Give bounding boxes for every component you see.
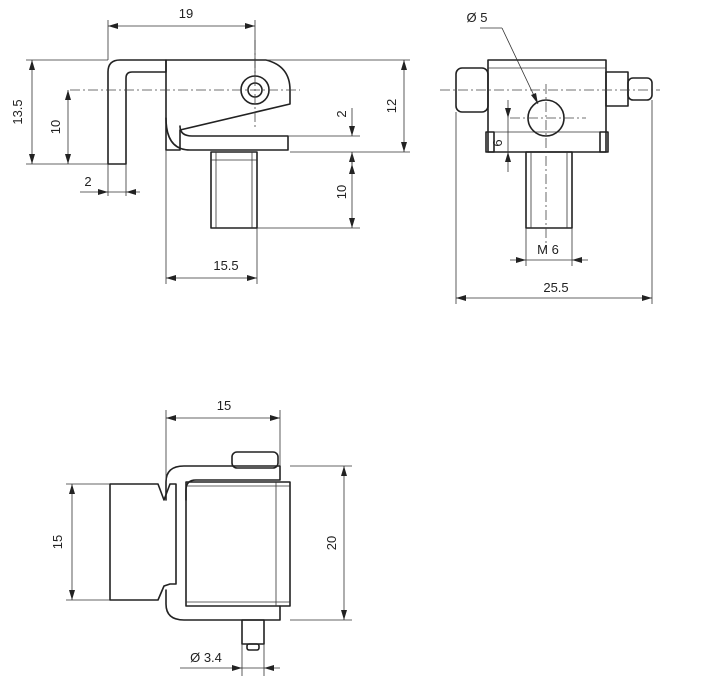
side-view-arm xyxy=(165,117,289,151)
top-view-dim-20: 20 xyxy=(324,536,339,550)
front-view-right-pin-tip xyxy=(627,77,653,101)
front-view: Ø 5 6 M 6 25.5 xyxy=(440,10,660,304)
side-view-dim-2-right: 2 xyxy=(334,110,349,117)
top-view-pin-tip xyxy=(246,643,260,651)
side-view-dim-12: 12 xyxy=(384,99,399,113)
top-view-dim-15-top: 15 xyxy=(217,398,231,413)
front-view-dim-6: 6 xyxy=(490,139,505,146)
front-view-dim-diameter-5: Ø 5 xyxy=(467,10,488,25)
top-view-top-bracket xyxy=(165,465,281,501)
top-view: 15 15 20 Ø 3.4 xyxy=(50,398,352,676)
side-view-dim-2-bottom: 2 xyxy=(84,174,91,189)
front-view-body xyxy=(487,59,607,153)
top-view-dim-15-left: 15 xyxy=(50,535,65,549)
side-view-stud xyxy=(210,151,258,229)
side-view-hook xyxy=(107,59,167,165)
front-view-dim-25-5: 25.5 xyxy=(543,280,568,295)
side-view: 19 13.5 10 2 15.5 12 xyxy=(10,6,410,284)
top-view-pin xyxy=(241,619,265,645)
front-view-right-pin xyxy=(605,71,629,107)
side-view-dim-13-5: 13.5 xyxy=(10,99,25,124)
top-view-knuckle xyxy=(185,481,291,607)
side-view-dim-10-right: 10 xyxy=(334,185,349,199)
top-view-pin-head xyxy=(231,451,279,469)
top-view-dim-diameter-3-4: Ø 3.4 xyxy=(190,650,222,665)
top-view-bottom-bracket xyxy=(165,589,281,621)
side-view-dim-10-left: 10 xyxy=(48,120,63,134)
side-view-dim-15-5: 15.5 xyxy=(213,258,238,273)
side-view-body xyxy=(165,59,291,151)
front-view-dim-m6: M 6 xyxy=(537,242,559,257)
front-view-stud xyxy=(525,151,573,229)
top-view-leaf xyxy=(109,483,177,601)
side-view-dim-19: 19 xyxy=(179,6,193,21)
